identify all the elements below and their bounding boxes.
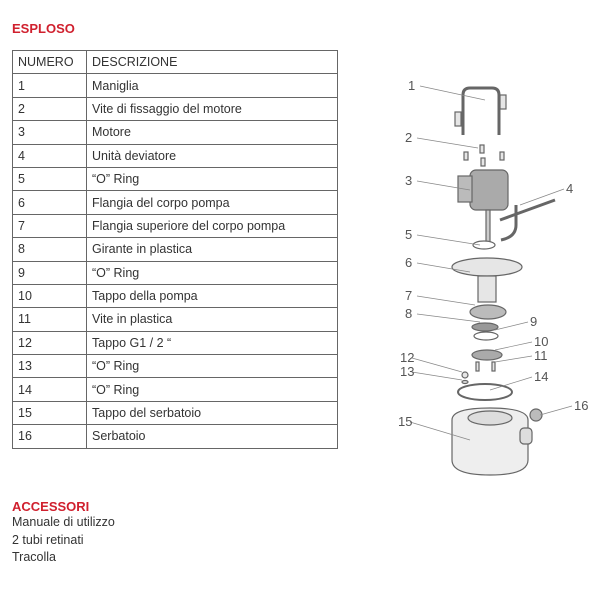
callout-line xyxy=(411,371,463,381)
callout-line xyxy=(416,313,481,323)
callout-number: 4 xyxy=(566,181,573,196)
cell-numero: 9 xyxy=(12,260,87,285)
cell-numero: 5 xyxy=(12,166,87,192)
callout-number: 1 xyxy=(408,78,415,93)
callout-number: 15 xyxy=(398,414,412,429)
o-ring-9 xyxy=(473,331,499,341)
cell-descrizione: Maniglia xyxy=(86,73,338,98)
callout-line xyxy=(494,341,533,351)
table-row: 14“O” Ring xyxy=(12,377,338,402)
callout-number: 2 xyxy=(405,130,412,145)
callout-number: 9 xyxy=(530,314,537,329)
callout-line xyxy=(489,376,533,391)
callout-line xyxy=(416,295,476,306)
callout-number: 16 xyxy=(574,398,588,413)
cell-descrizione: Tappo della pompa xyxy=(86,283,338,309)
callout-number: 7 xyxy=(405,288,412,303)
callout-line xyxy=(416,262,471,273)
cell-numero: 3 xyxy=(12,120,87,145)
callout-line xyxy=(539,405,573,416)
cell-numero: 15 xyxy=(12,400,87,426)
flange xyxy=(451,257,523,277)
cell-descrizione: “O” Ring xyxy=(86,260,338,285)
cell-descrizione: Tappo del serbatoio xyxy=(86,400,338,426)
table-header: NUMERO DESCRIZIONE xyxy=(12,49,338,75)
cell-descrizione: “O” Ring xyxy=(86,354,338,379)
cell-descrizione: Unità deviatore xyxy=(86,143,338,168)
callout-line xyxy=(411,357,463,373)
cell-descrizione: Serbatoio xyxy=(86,424,338,449)
callout-number: 10 xyxy=(534,334,548,349)
callout-number: 5 xyxy=(405,227,412,242)
callout-line xyxy=(416,234,481,246)
cell-numero: 10 xyxy=(12,283,87,309)
cell-numero: 2 xyxy=(12,96,87,122)
cell-numero: 6 xyxy=(12,190,87,215)
callout-number: 8 xyxy=(405,306,412,321)
callout-line xyxy=(416,137,479,149)
tank xyxy=(451,407,529,476)
callout-number: 6 xyxy=(405,255,412,270)
cell-descrizione: Vite di fissaggio del motore xyxy=(86,96,338,122)
cell-numero: 12 xyxy=(12,330,87,356)
motor xyxy=(469,169,509,211)
o-ring-5 xyxy=(472,240,496,250)
cell-descrizione: Vite in plastica xyxy=(86,307,338,332)
accessories-title: ACCESSORI xyxy=(12,499,90,514)
header-numero: NUMERO xyxy=(12,49,87,75)
callout-line xyxy=(519,188,565,206)
accessory-item: Tracolla xyxy=(12,550,56,564)
cell-numero: 1 xyxy=(12,73,87,98)
cell-numero: 7 xyxy=(12,213,87,239)
pump-cap xyxy=(471,349,503,361)
accessory-item: 2 tubi retinati xyxy=(12,533,84,547)
callout-number: 12 xyxy=(400,350,414,365)
cell-descrizione: “O” Ring xyxy=(86,377,338,402)
cell-numero: 8 xyxy=(12,237,87,262)
callout-number: 14 xyxy=(534,369,548,384)
section-title: ESPLOSO xyxy=(12,21,75,36)
table-row: 9“O” Ring xyxy=(12,260,338,285)
accessory-item: Manuale di utilizzo xyxy=(12,515,115,529)
callout-line xyxy=(494,355,533,363)
screws xyxy=(463,144,505,167)
cell-numero: 16 xyxy=(12,424,87,449)
table-row: 5“O” Ring xyxy=(12,166,338,192)
tank-cap xyxy=(529,408,543,422)
callout-number: 3 xyxy=(405,173,412,188)
cell-numero: 11 xyxy=(12,307,87,332)
cell-numero: 13 xyxy=(12,354,87,379)
callout-line xyxy=(419,85,486,101)
diverter xyxy=(499,198,556,242)
callout-line xyxy=(416,180,471,191)
upper-flange xyxy=(469,304,507,320)
callout-number: 11 xyxy=(534,348,548,363)
callout-number: 13 xyxy=(400,364,414,379)
impeller xyxy=(471,322,499,332)
handle xyxy=(461,86,501,135)
cell-descrizione: Motore xyxy=(86,120,338,145)
cell-descrizione: Tappo G1 / 2 “ xyxy=(86,330,338,356)
callout-line xyxy=(494,321,529,331)
callout-line xyxy=(409,421,471,441)
cell-numero: 14 xyxy=(12,377,87,402)
table-row: 13“O” Ring xyxy=(12,354,338,379)
o-ring-14 xyxy=(457,383,513,401)
cell-descrizione: Girante in plastica xyxy=(86,237,338,262)
